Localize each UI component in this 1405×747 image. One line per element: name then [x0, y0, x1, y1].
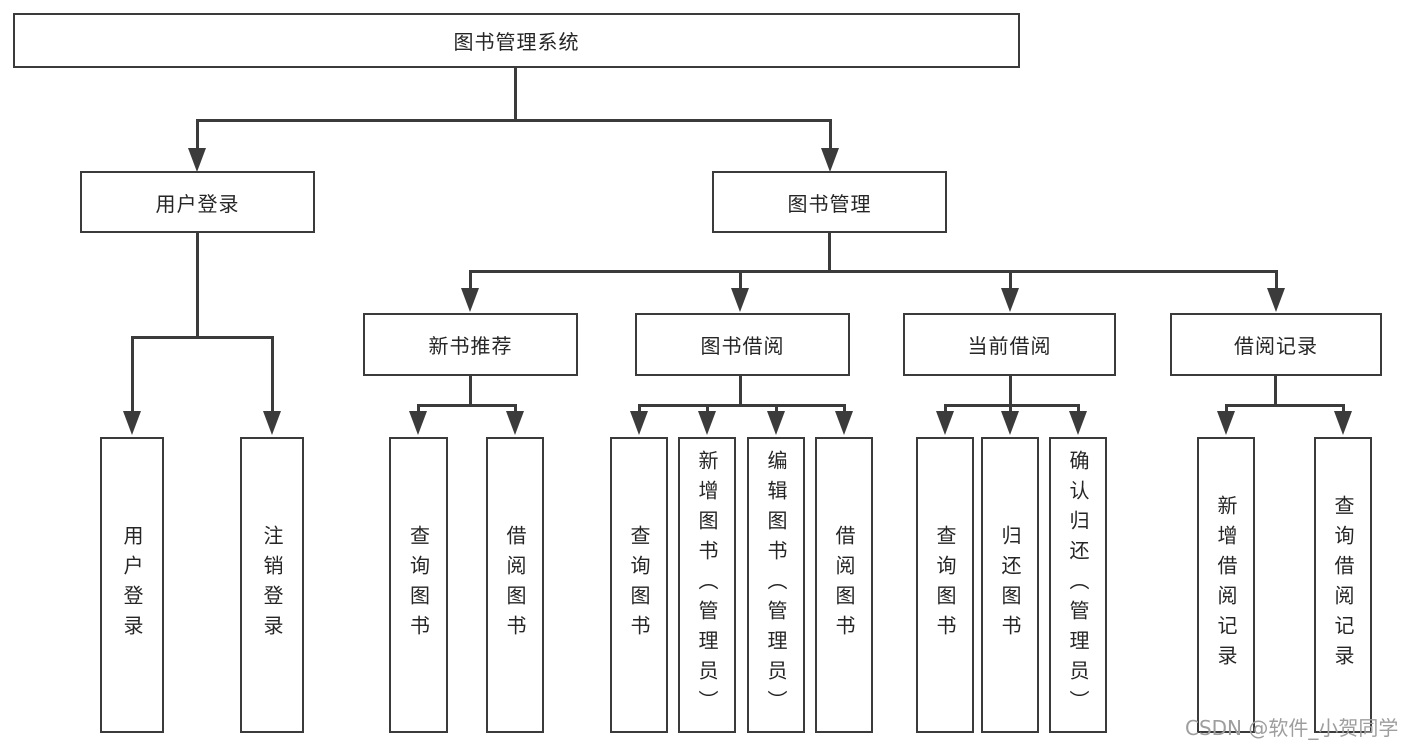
- connector-line: [469, 270, 1277, 273]
- node-label: 编辑图书（管理员）: [764, 450, 788, 720]
- connector-line: [1077, 404, 1080, 413]
- connector-line: [417, 404, 420, 413]
- connector-line: [196, 119, 831, 122]
- arrow-down-icon: [409, 411, 427, 435]
- node-label: 查询图书: [406, 525, 431, 645]
- node-label: 借阅图书: [832, 525, 856, 645]
- node-label: 查询借阅记录: [1331, 495, 1355, 675]
- node-user-login: 用户登录: [80, 171, 315, 233]
- connector-line: [196, 233, 199, 338]
- connector-line: [843, 404, 846, 413]
- connector-line: [417, 404, 517, 407]
- node-book-management: 图书管理: [712, 171, 947, 233]
- connector-line: [469, 270, 472, 290]
- leaf-query-books-current: 查询图书: [916, 437, 974, 733]
- node-label: 借阅图书: [503, 525, 527, 645]
- connector-line: [638, 404, 846, 407]
- node-label: 图书管理: [787, 191, 872, 216]
- connector-line: [1009, 270, 1012, 290]
- leaf-add-borrow-record: 新增借阅记录: [1197, 437, 1255, 733]
- leaf-confirm-return-admin: 确认归还（管理员）: [1049, 437, 1107, 733]
- node-book-borrowing: 图书借阅: [635, 313, 850, 376]
- leaf-query-borrow-record: 查询借阅记录: [1314, 437, 1372, 733]
- connector-line: [514, 404, 517, 413]
- connector-line: [638, 404, 641, 413]
- arrow-down-icon: [1001, 288, 1019, 312]
- node-current-borrowing: 当前借阅: [903, 313, 1116, 376]
- arrow-down-icon: [698, 411, 716, 435]
- connector-line: [739, 270, 742, 290]
- arrow-down-icon: [461, 288, 479, 312]
- arrow-down-icon: [1267, 288, 1285, 312]
- arrow-down-icon: [731, 288, 749, 312]
- node-label: 用户登录: [155, 191, 240, 216]
- watermark: CSDN @软件_小贺同学: [1185, 716, 1399, 740]
- node-label: 图书借阅: [700, 334, 785, 358]
- leaf-user-login: 用户登录: [100, 437, 164, 733]
- leaf-borrow-books-recommend: 借阅图书: [486, 437, 544, 733]
- arrow-down-icon: [263, 411, 281, 435]
- connector-line: [828, 233, 831, 272]
- arrow-down-icon: [835, 411, 853, 435]
- arrow-down-icon: [1069, 411, 1087, 435]
- node-label: 借阅记录: [1234, 334, 1318, 358]
- connector-line: [469, 376, 472, 406]
- arrow-down-icon: [767, 411, 785, 435]
- leaf-query-books-borrowing: 查询图书: [610, 437, 668, 733]
- connector-line: [196, 119, 199, 151]
- node-label: 注销登录: [260, 525, 284, 645]
- connector-line: [1009, 404, 1012, 413]
- arrow-down-icon: [630, 411, 648, 435]
- connector-line: [775, 404, 778, 413]
- arrow-down-icon: [123, 411, 141, 435]
- leaf-query-books-recommend: 查询图书: [389, 437, 448, 733]
- node-label: 确认归还（管理员）: [1066, 450, 1090, 720]
- node-new-book-recommend: 新书推荐: [363, 313, 578, 376]
- connector-line: [944, 404, 1080, 407]
- arrow-down-icon: [936, 411, 954, 435]
- node-label: 查询图书: [933, 525, 957, 645]
- connector-line: [1342, 404, 1345, 413]
- node-borrowing-records: 借阅记录: [1170, 313, 1382, 376]
- connector-line: [739, 376, 742, 406]
- connector-line: [131, 336, 274, 339]
- connector-line: [514, 68, 517, 121]
- connector-line: [1275, 270, 1278, 290]
- arrow-down-icon: [188, 148, 206, 172]
- arrow-down-icon: [1001, 411, 1019, 435]
- connector-line: [131, 336, 134, 413]
- connector-line: [1225, 404, 1345, 407]
- connector-line: [829, 119, 832, 151]
- node-label: 查询图书: [627, 525, 651, 645]
- leaf-edit-book-admin: 编辑图书（管理员）: [747, 437, 805, 733]
- connector-line: [944, 404, 947, 413]
- node-label: 新书推荐: [428, 334, 513, 358]
- node-label: 归还图书: [998, 525, 1022, 645]
- connector-line: [706, 404, 709, 413]
- connector-line: [1274, 376, 1277, 406]
- leaf-logout: 注销登录: [240, 437, 304, 733]
- arrow-down-icon: [506, 411, 524, 435]
- connector-line: [271, 336, 274, 413]
- leaf-borrow-books-borrowing: 借阅图书: [815, 437, 873, 733]
- node-label: 用户登录: [120, 525, 144, 645]
- node-label: 当前借阅: [967, 334, 1052, 358]
- arrow-down-icon: [1217, 411, 1235, 435]
- node-book-management-system: 图书管理系统: [13, 13, 1020, 68]
- arrow-down-icon: [1334, 411, 1352, 435]
- connector-line: [1225, 404, 1228, 413]
- arrow-down-icon: [821, 148, 839, 172]
- node-label: 图书管理系统: [453, 30, 580, 54]
- leaf-return-book: 归还图书: [981, 437, 1039, 733]
- connector-line: [1009, 376, 1012, 406]
- node-label: 新增图书（管理员）: [695, 450, 719, 720]
- node-label: 新增借阅记录: [1214, 495, 1238, 675]
- leaf-add-book-admin: 新增图书（管理员）: [678, 437, 736, 733]
